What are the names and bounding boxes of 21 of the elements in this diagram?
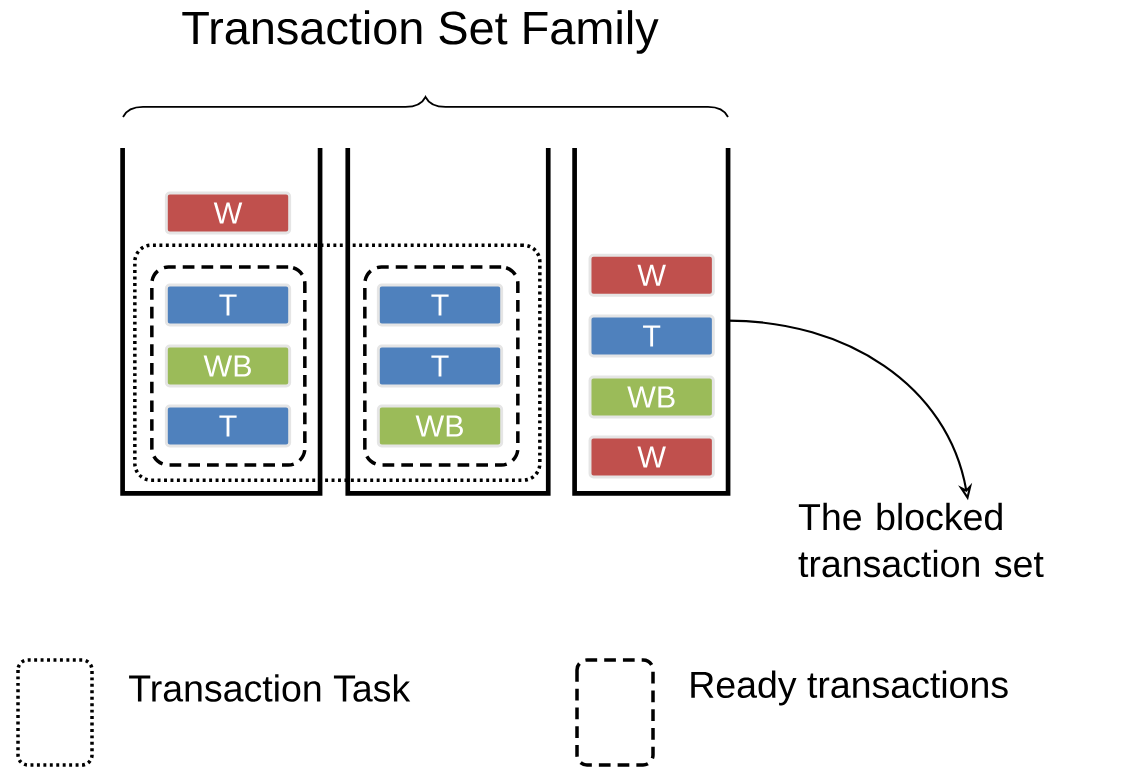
label: The blocked transaction set [798,502,1044,578]
task-box [133,243,542,482]
transaction-block: WB [376,404,504,448]
ready-box [150,265,307,467]
title: Transaction Set Family [182,10,659,54]
transaction-block: T [588,314,715,358]
transaction-block: WB [588,375,715,419]
legend-label: Transaction Task [129,674,411,702]
ready-box [363,265,520,467]
transaction-block: W [588,253,715,297]
transaction-block: W [588,435,715,479]
transaction-block: T [376,283,504,327]
bin [572,147,731,496]
legend-label: Ready transactions [691,670,1008,706]
transaction-block: T [376,344,504,388]
transaction-block: T [164,404,292,448]
transaction-block: W [164,191,292,235]
bin [345,147,551,496]
transaction-block: WB [164,344,292,388]
bin [120,147,323,496]
transaction-block: T [164,283,292,327]
